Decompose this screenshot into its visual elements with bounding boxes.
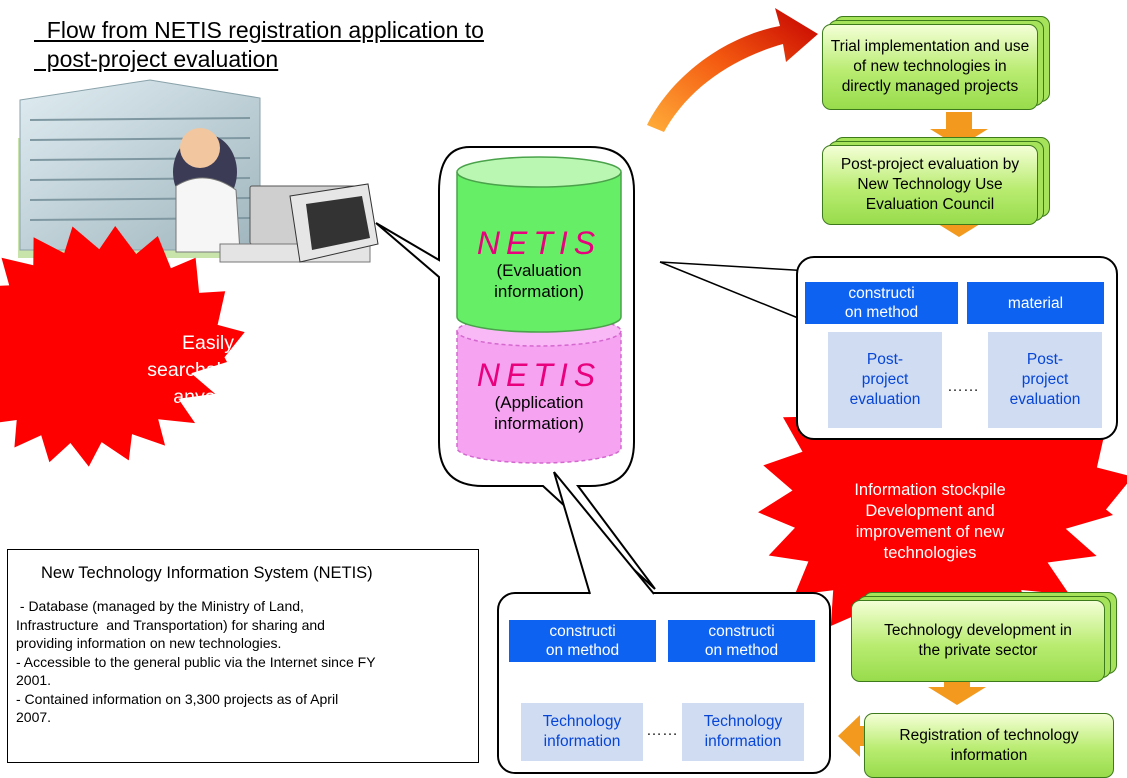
application-panel-tail [553, 471, 655, 595]
step-line: Post-project evaluation by [840, 156, 1020, 173]
step-line: Registration of technology [899, 726, 1079, 744]
step-line: directly managed projects [841, 78, 1019, 95]
db-application-name: NETIS [476, 357, 602, 393]
netis-info-box: New Technology Information System (NETIS… [7, 549, 479, 763]
app-ellipsis: …… [646, 722, 678, 739]
step-line: of new technologies in [853, 58, 1007, 75]
title-line-1: Flow from NETIS registration application… [34, 17, 484, 43]
eval-card-1: Post- project evaluation [828, 332, 942, 428]
db-application-label: information) [494, 414, 584, 433]
burst-right: Information stockpile Development and im… [770, 462, 1090, 582]
step-line: New Technology Use [857, 176, 1003, 193]
info-line: providing information on new technologie… [16, 635, 282, 651]
curved-red-arrow [647, 8, 818, 132]
app-card-1: Technology information [521, 703, 643, 761]
app-card-2: Technology information [682, 703, 804, 761]
burst-right-line: Information stockpile [854, 481, 1006, 499]
step-post-project-evaluation: Post-project evaluation by New Technolog… [822, 145, 1038, 225]
tag-line: constructi [848, 285, 915, 302]
tag-line: material [1007, 294, 1064, 312]
db-application-label: (Application [494, 393, 584, 412]
tag-line: constructi [549, 623, 616, 640]
info-line: 2007. [16, 709, 52, 725]
info-line: Infrastructure and Transportation) for s… [16, 616, 325, 633]
info-line: - Database (managed by the Ministry of L… [16, 598, 304, 614]
tag-line: on method [704, 642, 779, 659]
card-line: project [1021, 371, 1069, 388]
db-evaluation-label: (Evaluation [496, 261, 582, 280]
tag-line: on method [844, 304, 919, 321]
app-tag-construction-2: constructi on method [668, 620, 815, 662]
eval-tag-construction: constructi on method [805, 282, 958, 324]
tag-line: on method [545, 642, 620, 659]
db-application: NETIS (Application information) [457, 340, 621, 452]
card-line: evaluation [849, 391, 921, 408]
title-line-2: post-project evaluation [34, 46, 279, 72]
burst-right-line: Development and [865, 502, 995, 520]
card-line: project [861, 371, 909, 388]
card-line: information [543, 733, 621, 750]
step-line: Trial implementation and use [830, 38, 1030, 55]
step-technology-development: Technology development in the private se… [851, 600, 1105, 682]
office-worker-illustration [18, 79, 379, 263]
app-tag-construction-1: constructi on method [509, 620, 656, 662]
eval-card-2: Post- project evaluation [988, 332, 1102, 428]
burst-right-line: improvement of new [855, 523, 1005, 541]
card-line: Technology [703, 713, 783, 730]
info-line: - Contained information on 3,300 project… [16, 690, 339, 707]
burst-left: Easily searchable by anyone! [118, 300, 298, 440]
db-evaluation-name: NETIS [476, 225, 602, 261]
tag-line: constructi [708, 623, 775, 640]
step-trial-implementation: Trial implementation and use of new tech… [822, 24, 1038, 110]
step-line: the private sector [918, 642, 1038, 659]
db-evaluation: NETIS (Evaluation information) [457, 208, 621, 320]
step-line: information [950, 746, 1028, 764]
info-line: - Accessible to the general public via t… [16, 653, 376, 670]
info-box-body: - Database (managed by the Ministry of L… [16, 597, 472, 727]
eval-ellipsis: …… [947, 378, 979, 395]
info-box-title: New Technology Information System (NETIS… [41, 564, 373, 582]
eval-tag-material: material [967, 282, 1104, 324]
diagram-title: Flow from NETIS registration application… [34, 16, 484, 74]
card-line: Post- [866, 351, 904, 368]
card-line: information [704, 733, 782, 750]
burst-right-line: technologies [883, 544, 977, 562]
info-line: 2001. [16, 672, 52, 688]
step-registration: Registration of technology information [864, 713, 1114, 778]
database-cylinder [456, 156, 622, 464]
burst-left-line: Easily [181, 331, 235, 354]
burst-left-shape [0, 226, 245, 467]
card-line: Post- [1026, 351, 1064, 368]
step-line: Evaluation Council [865, 196, 995, 213]
step-line: Technology development in [884, 622, 1072, 639]
card-line: Technology [542, 713, 622, 730]
burst-left-line: anyone! [173, 385, 243, 408]
burst-left-line: searchable by [147, 358, 269, 381]
card-line: evaluation [1009, 391, 1081, 408]
db-evaluation-label: information) [494, 282, 584, 301]
